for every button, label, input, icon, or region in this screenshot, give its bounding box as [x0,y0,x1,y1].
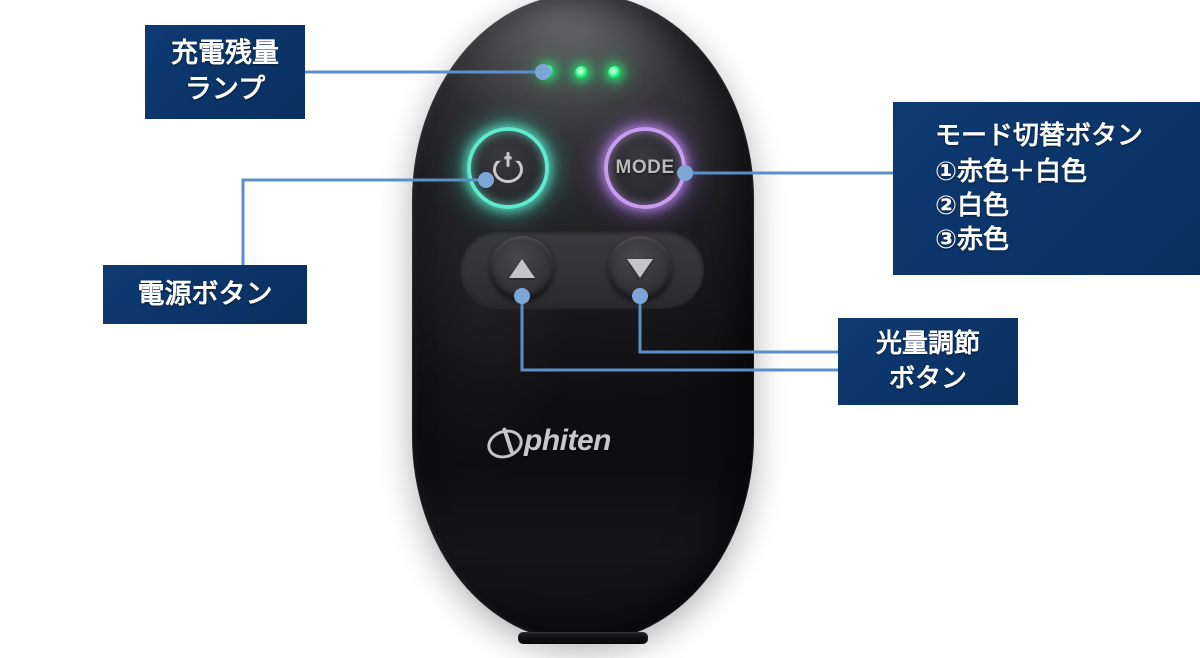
power-button-ring [467,127,549,209]
device-edge-rim [412,0,754,642]
brand-name: phiten [524,424,612,457]
callout-item: ③赤色 [935,225,1010,256]
triangle-down-icon [627,258,653,278]
power-icon [493,152,523,183]
battery-lamp-2 [575,66,588,79]
mode-switch-button-callout: モード切替ボタン ①赤色＋白色 ②白色 ③赤色 [893,102,1200,275]
device-highlight [412,0,754,642]
power-button[interactable] [467,127,549,209]
callout-item: ①赤色＋白色 [935,156,1088,187]
callout-item: ②白色 [935,191,1010,221]
callout-line: ボタン [888,363,967,394]
callout-line: 電源ボタン [137,278,273,310]
callout-line: ランプ [184,74,266,105]
charging-port [518,632,648,644]
power-button-callout: 電源ボタン [103,265,307,324]
triangle-up-icon [509,258,535,278]
brand-logo: phiten [483,424,677,463]
callout-line: 充電残量 [171,38,279,70]
brightness-adjust-button-callout: 光量調節 ボタン [838,318,1018,405]
phiten-mark-icon [483,425,527,463]
battery-lamp-1 [541,65,554,78]
mode-button-label: MODE [615,157,675,178]
battery-lamp-3 [608,66,621,79]
device-body [412,0,754,644]
brightness-up-button[interactable] [490,236,554,300]
callout-title: モード切替ボタン [935,121,1144,152]
brightness-down-button[interactable] [608,236,672,300]
mode-button[interactable]: MODE [604,127,686,209]
battery-level-lamp-callout: 充電残量 ランプ [145,25,305,119]
callout-line: 光量調節 [875,329,980,360]
